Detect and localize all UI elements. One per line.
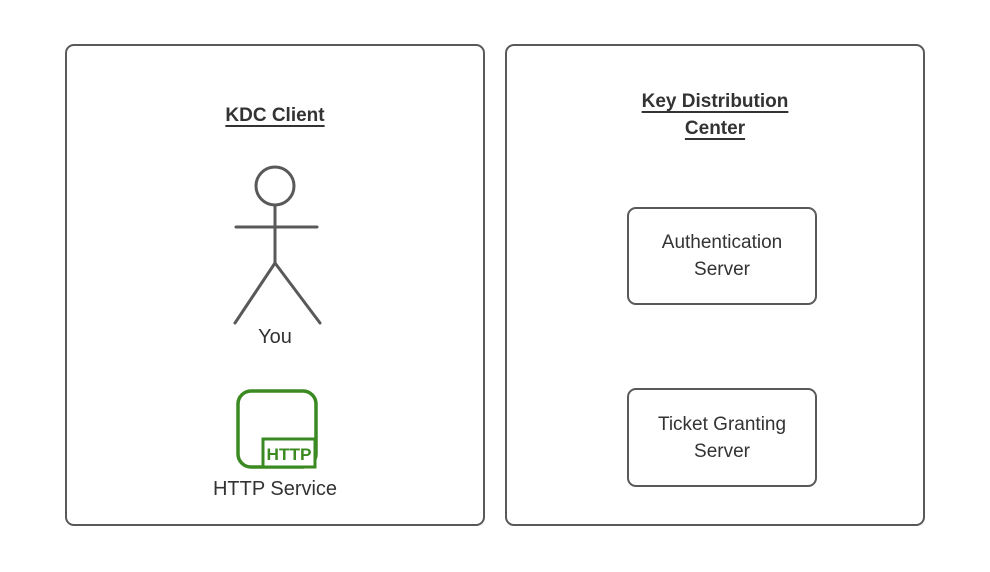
key-distribution-center-panel: Key Distribution Center Authentication S… [505,44,925,526]
http-icon-tag [261,437,317,469]
http-service-label: HTTP Service [212,478,338,500]
key-distribution-center-title: Key Distribution Center [507,87,923,143]
http-service-icon: HTTP [236,389,318,469]
http-icon-tag-text: HTTP [267,445,312,464]
ticket-granting-server-box: Ticket Granting Server [627,388,817,487]
actor-right-leg [273,261,322,325]
kdc-client-title-text: KDC Client [225,104,325,126]
actor-head [254,165,296,207]
authentication-server-box: Authentication Server [627,207,817,305]
stick-figure-actor-icon [233,165,322,325]
kdc-client-panel: KDC Client You HTTP HTTP Service [65,44,485,526]
actor-label: You [258,326,292,348]
kdc-client-title: KDC Client [67,87,483,143]
authentication-server-label: Authentication Server [661,232,783,280]
actor-left-leg [233,261,277,325]
key-distribution-center-title-text: Key Distribution Center [641,91,789,139]
ticket-granting-server-label: Ticket Granting Server [657,413,787,462]
